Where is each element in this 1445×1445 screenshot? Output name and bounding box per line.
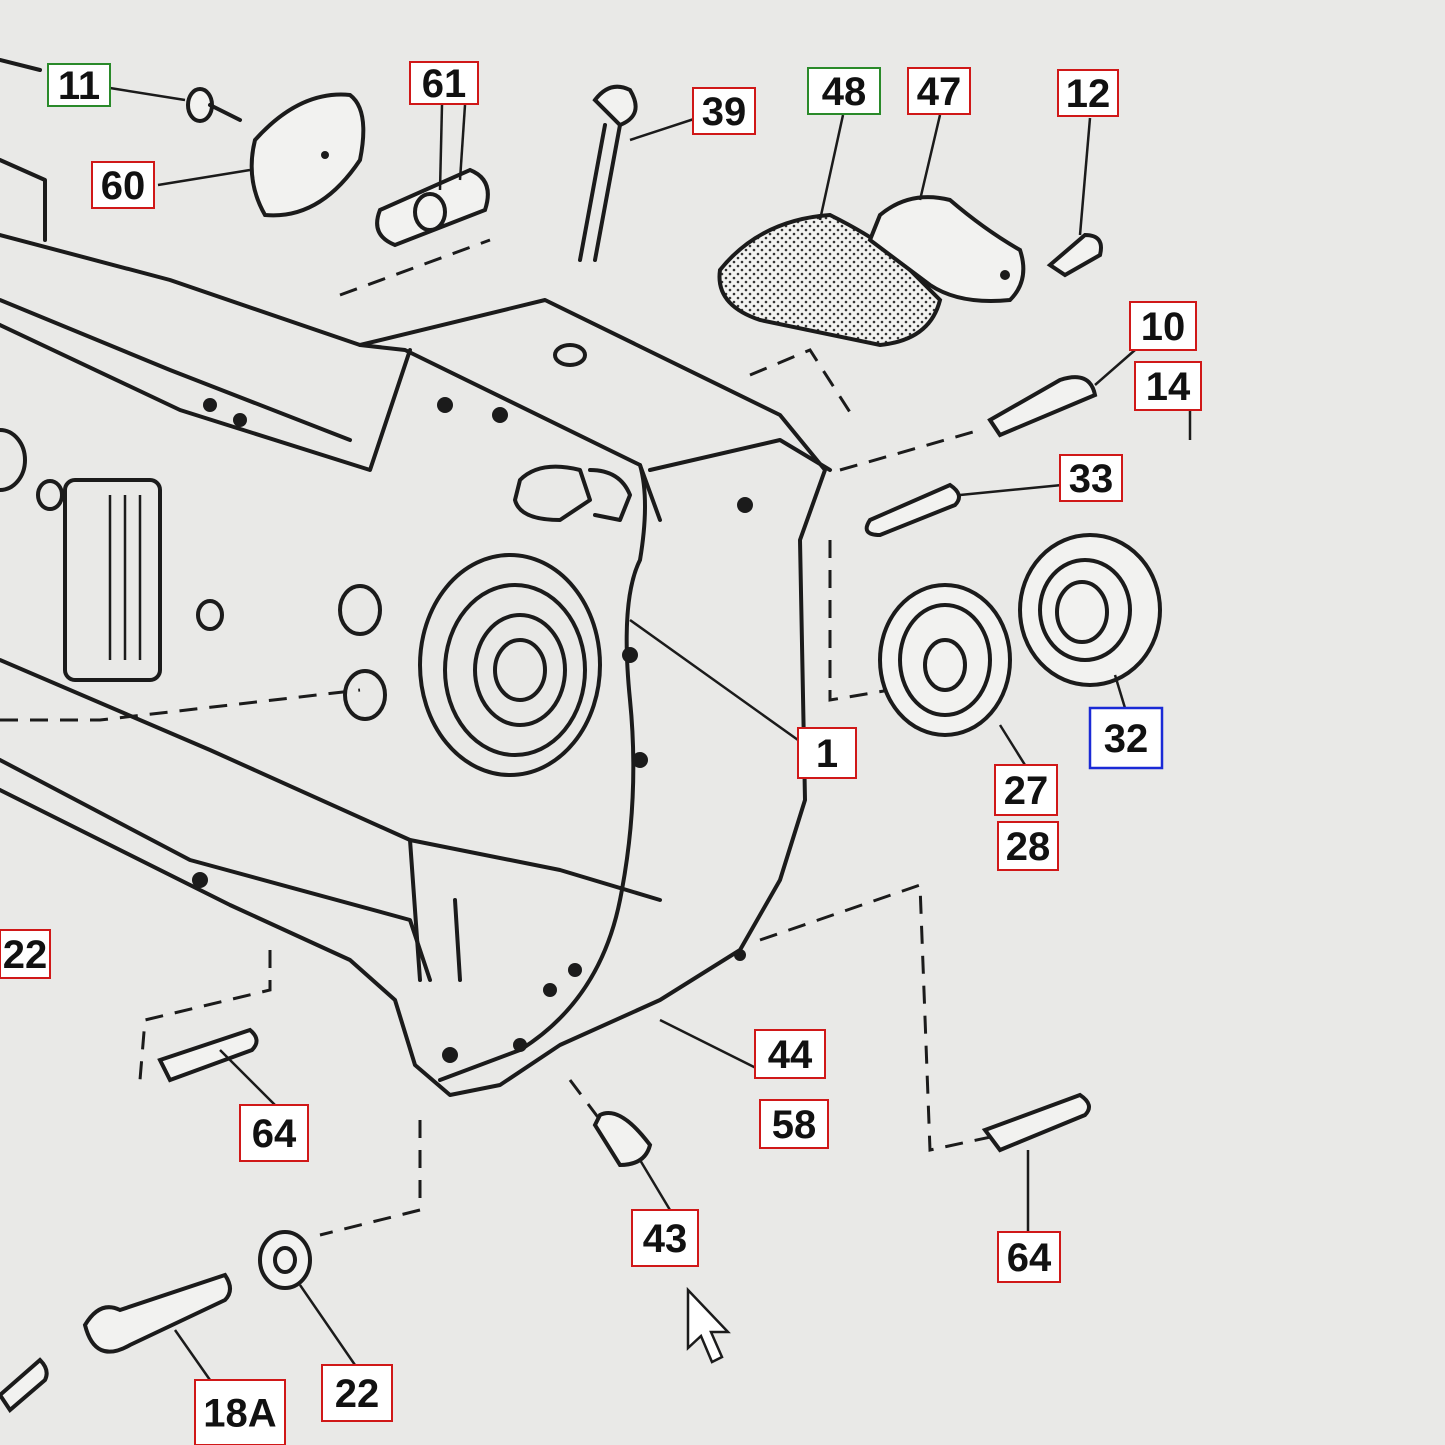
leader-lines (109, 86, 1192, 1381)
part-callout-48[interactable]: 48 (807, 67, 881, 115)
callout-box (194, 1379, 286, 1445)
part-spring-33 (864, 482, 961, 538)
callout-label: 43 (643, 1217, 688, 1261)
part-callout-22b[interactable]: 22 (321, 1364, 393, 1422)
callout-label: 32 (1104, 717, 1149, 761)
callout-box (907, 67, 971, 115)
callout-box (797, 727, 857, 779)
part-bolt-64-left (157, 1027, 259, 1083)
part-callout-14[interactable]: 14 (1134, 361, 1202, 411)
callout-box (0, 929, 51, 979)
callout-box (1059, 454, 1123, 502)
callout-label: 27 (1004, 769, 1049, 813)
callout-label: 64 (252, 1112, 297, 1156)
part-callout-33[interactable]: 33 (1059, 454, 1123, 502)
callout-box (1088, 706, 1164, 770)
callout-label: 18A (203, 1392, 276, 1436)
callout-label: 44 (768, 1033, 813, 1077)
mouse-pointer-icon (686, 1286, 731, 1364)
callout-box (47, 63, 111, 107)
part-callout-27[interactable]: 27 (994, 764, 1058, 816)
callout-label: 33 (1069, 457, 1114, 501)
callout-box (321, 1364, 393, 1422)
part-screw-10 (987, 375, 1098, 438)
part-callout-58[interactable]: 58 (759, 1099, 829, 1149)
callout-label: 22 (335, 1372, 380, 1416)
callout-box (1134, 361, 1202, 411)
callout-box (994, 764, 1058, 816)
part-bolt-43 (592, 1111, 653, 1168)
callout-label: 12 (1066, 72, 1111, 116)
callout-box (997, 1231, 1061, 1283)
callout-box (692, 87, 756, 135)
callout-label: 10 (1141, 305, 1186, 349)
part-screw-12 (1046, 232, 1103, 278)
callout-label: 22 (3, 933, 48, 977)
callout-label: 48 (822, 70, 867, 114)
part-plate-60 (249, 92, 366, 218)
part-callout-1[interactable]: 1 (797, 727, 857, 779)
part-callout-60[interactable]: 60 (91, 161, 155, 209)
part-seal-32 (1018, 533, 1162, 687)
part-callout-47[interactable]: 47 (907, 67, 971, 115)
callout-box (754, 1029, 826, 1079)
part-callout-32[interactable]: 32 (1088, 706, 1164, 770)
alignment-lines (0, 238, 1001, 1237)
part-bolt-64-right (981, 1092, 1091, 1153)
main-housing (0, 158, 832, 1097)
callout-box (1057, 69, 1119, 117)
part-callout-64b[interactable]: 64 (997, 1231, 1061, 1283)
callout-box (239, 1104, 309, 1162)
part-pin-39 (553, 84, 638, 367)
part-bracket-61 (375, 167, 490, 248)
callout-tags: 11 60 61 39 48 47 12 10 14 33 32 1 27 28 22 44 58 64 64 43 2… (0, 61, 1202, 1445)
part-bolt-11 (0, 58, 242, 123)
part-bearing-27 (878, 583, 1012, 737)
callout-box (807, 67, 881, 115)
part-washer-22 (258, 1230, 312, 1290)
part-callout-10[interactable]: 10 (1129, 301, 1197, 351)
callout-label: 39 (702, 90, 747, 134)
callout-label: 11 (58, 64, 100, 108)
part-bolt-18a (0, 1272, 232, 1413)
callout-label: 14 (1146, 365, 1191, 409)
callout-box (631, 1209, 699, 1267)
callout-label: 1 (816, 732, 838, 776)
part-callout-43[interactable]: 43 (631, 1209, 699, 1267)
callout-label: 58 (772, 1103, 817, 1147)
callout-label: 64 (1007, 1236, 1052, 1280)
part-callout-61[interactable]: 61 (409, 61, 479, 106)
callout-box (409, 61, 479, 105)
part-callout-11[interactable]: 11 (47, 63, 111, 108)
part-callout-64a[interactable]: 64 (239, 1104, 309, 1162)
callout-box (91, 161, 155, 209)
part-callout-39[interactable]: 39 (692, 87, 756, 135)
callout-label: 28 (1006, 825, 1051, 869)
callout-box (759, 1099, 829, 1149)
callout-box (1129, 301, 1197, 351)
part-cover-47 (867, 195, 1026, 303)
part-callout-28[interactable]: 28 (997, 821, 1059, 871)
callout-label: 47 (917, 70, 962, 114)
part-callout-22a[interactable]: 22 (0, 929, 51, 979)
part-callout-18a[interactable]: 18A (194, 1379, 286, 1445)
part-callout-44[interactable]: 44 (754, 1029, 826, 1079)
callout-label: 61 (422, 62, 467, 106)
callout-box (997, 821, 1059, 871)
part-callout-12[interactable]: 12 (1057, 69, 1119, 117)
callout-label: 60 (101, 164, 146, 208)
